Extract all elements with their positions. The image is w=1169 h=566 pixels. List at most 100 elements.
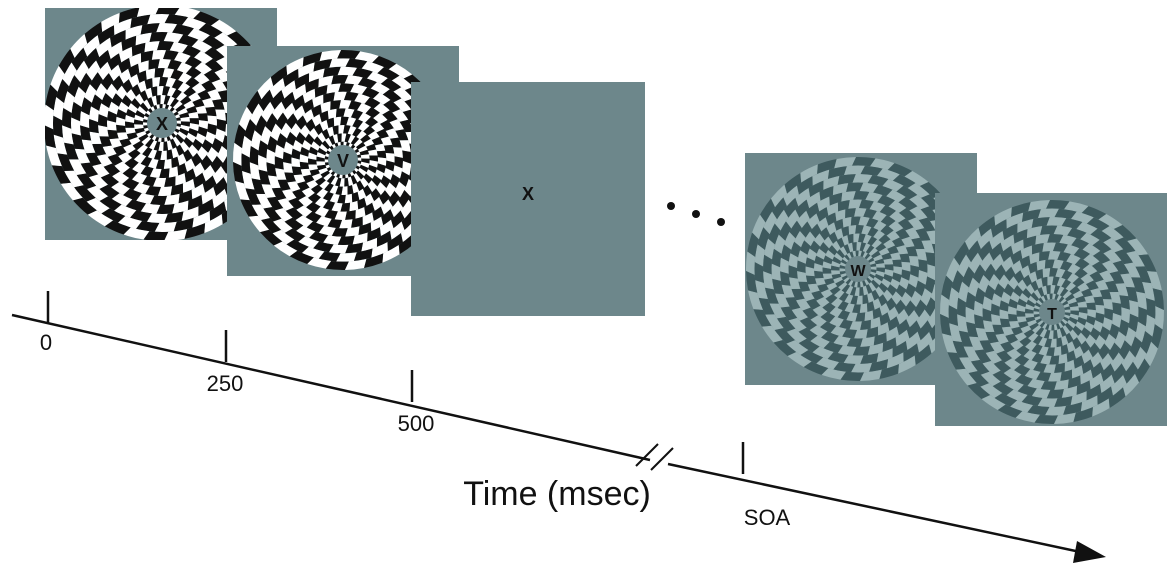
checker-cell xyxy=(837,310,850,321)
checker-cell xyxy=(136,8,159,17)
checker-cell xyxy=(298,196,313,208)
checker-cell xyxy=(1086,217,1110,232)
checker-cell xyxy=(384,182,396,197)
checker-cell xyxy=(1056,337,1063,348)
checker-cell xyxy=(380,199,393,215)
checker-cell xyxy=(1013,364,1031,376)
checker-cell xyxy=(119,46,133,63)
checker-cell xyxy=(1053,412,1076,424)
checker-cell xyxy=(380,119,394,131)
checker-cell xyxy=(754,262,765,283)
checker-cell xyxy=(177,153,187,166)
checker-cell xyxy=(179,112,190,119)
checker-cell xyxy=(166,149,174,160)
checker-cell xyxy=(188,92,201,103)
checker-cell xyxy=(1075,295,1086,303)
checker-cell xyxy=(1017,279,1028,292)
checker-cell xyxy=(110,29,126,48)
checker-cell xyxy=(374,143,386,152)
checker-cell xyxy=(825,293,838,304)
checker-cell xyxy=(195,105,207,114)
checker-cell xyxy=(144,78,153,90)
checker-cell xyxy=(127,103,138,114)
checker-cell xyxy=(1053,285,1061,295)
checker-cell xyxy=(171,88,182,99)
checker-cell xyxy=(393,98,412,113)
checker-cell xyxy=(274,144,285,160)
checker-cell xyxy=(344,258,367,270)
checker-cell xyxy=(258,89,274,112)
checker-cell xyxy=(817,217,829,232)
checker-cell xyxy=(868,282,877,292)
checker-cell xyxy=(1118,319,1130,337)
checker-cell xyxy=(1057,251,1071,262)
checker-cell xyxy=(284,228,306,242)
checker-cell xyxy=(1082,243,1101,256)
checker-cell xyxy=(784,172,802,194)
checker-cell xyxy=(107,110,117,123)
checker-cell xyxy=(291,157,301,168)
checker-cell xyxy=(988,273,1000,291)
checker-cell xyxy=(308,158,317,165)
checker-cell xyxy=(901,261,911,272)
checker-cell xyxy=(157,59,171,69)
checker-cell xyxy=(309,231,329,243)
checker-cell xyxy=(125,24,143,40)
checker-cell xyxy=(1112,302,1122,316)
checker-cell xyxy=(1030,292,1039,302)
checker-cell xyxy=(917,320,933,341)
checker-cell xyxy=(137,80,147,93)
checker-cell xyxy=(277,198,294,211)
checker-cell xyxy=(357,102,372,114)
checker-cell xyxy=(1007,276,1019,290)
checker-cell xyxy=(814,270,824,279)
checker-cell xyxy=(323,235,342,245)
checker-cell xyxy=(85,152,102,166)
checker-cell xyxy=(360,177,369,188)
checker-cell xyxy=(893,266,903,275)
checker-cell xyxy=(1154,306,1164,330)
checker-cell xyxy=(107,41,123,60)
checker-cell xyxy=(763,211,778,235)
checker-cell xyxy=(1031,344,1043,354)
checker-cell xyxy=(851,362,872,373)
checker-cell xyxy=(819,321,837,333)
checker-cell xyxy=(210,155,224,173)
checker-cell xyxy=(169,41,188,53)
checker-cell xyxy=(1087,309,1097,318)
checker-cell xyxy=(125,121,135,128)
checker-cell xyxy=(1101,226,1124,241)
checker-cell xyxy=(140,166,154,177)
checker-cell xyxy=(762,254,773,275)
checker-cell xyxy=(388,63,413,79)
checker-cell xyxy=(84,84,97,103)
checker-cell xyxy=(395,129,409,141)
checker-cell xyxy=(282,151,292,164)
checker-cell xyxy=(127,148,141,160)
checker-cell xyxy=(164,211,184,223)
checker-cell xyxy=(1035,234,1050,245)
checker-cell xyxy=(1000,234,1015,252)
checker-cell xyxy=(108,101,119,115)
checker-cell xyxy=(1015,411,1040,423)
checker-cell xyxy=(173,217,194,232)
checker-cell xyxy=(866,301,875,312)
checker-cell xyxy=(143,231,169,240)
checker-cell xyxy=(117,216,142,229)
checker-cell xyxy=(1023,235,1037,249)
checker-cell xyxy=(122,167,139,180)
checker-cell xyxy=(1014,354,1030,366)
checker-cell xyxy=(1003,266,1016,282)
checker-cell xyxy=(831,270,841,275)
checker-cell xyxy=(99,196,122,211)
checker-cell xyxy=(978,215,996,237)
checker-cell xyxy=(810,315,827,328)
checker-cell xyxy=(813,263,823,272)
checker-cell xyxy=(286,239,309,253)
checker-cell xyxy=(292,139,303,153)
checker-cell xyxy=(201,186,217,205)
checker-cell xyxy=(1049,355,1060,365)
checker-cell xyxy=(353,173,362,183)
checker-cell xyxy=(356,141,366,150)
checker-cell xyxy=(1031,217,1050,228)
